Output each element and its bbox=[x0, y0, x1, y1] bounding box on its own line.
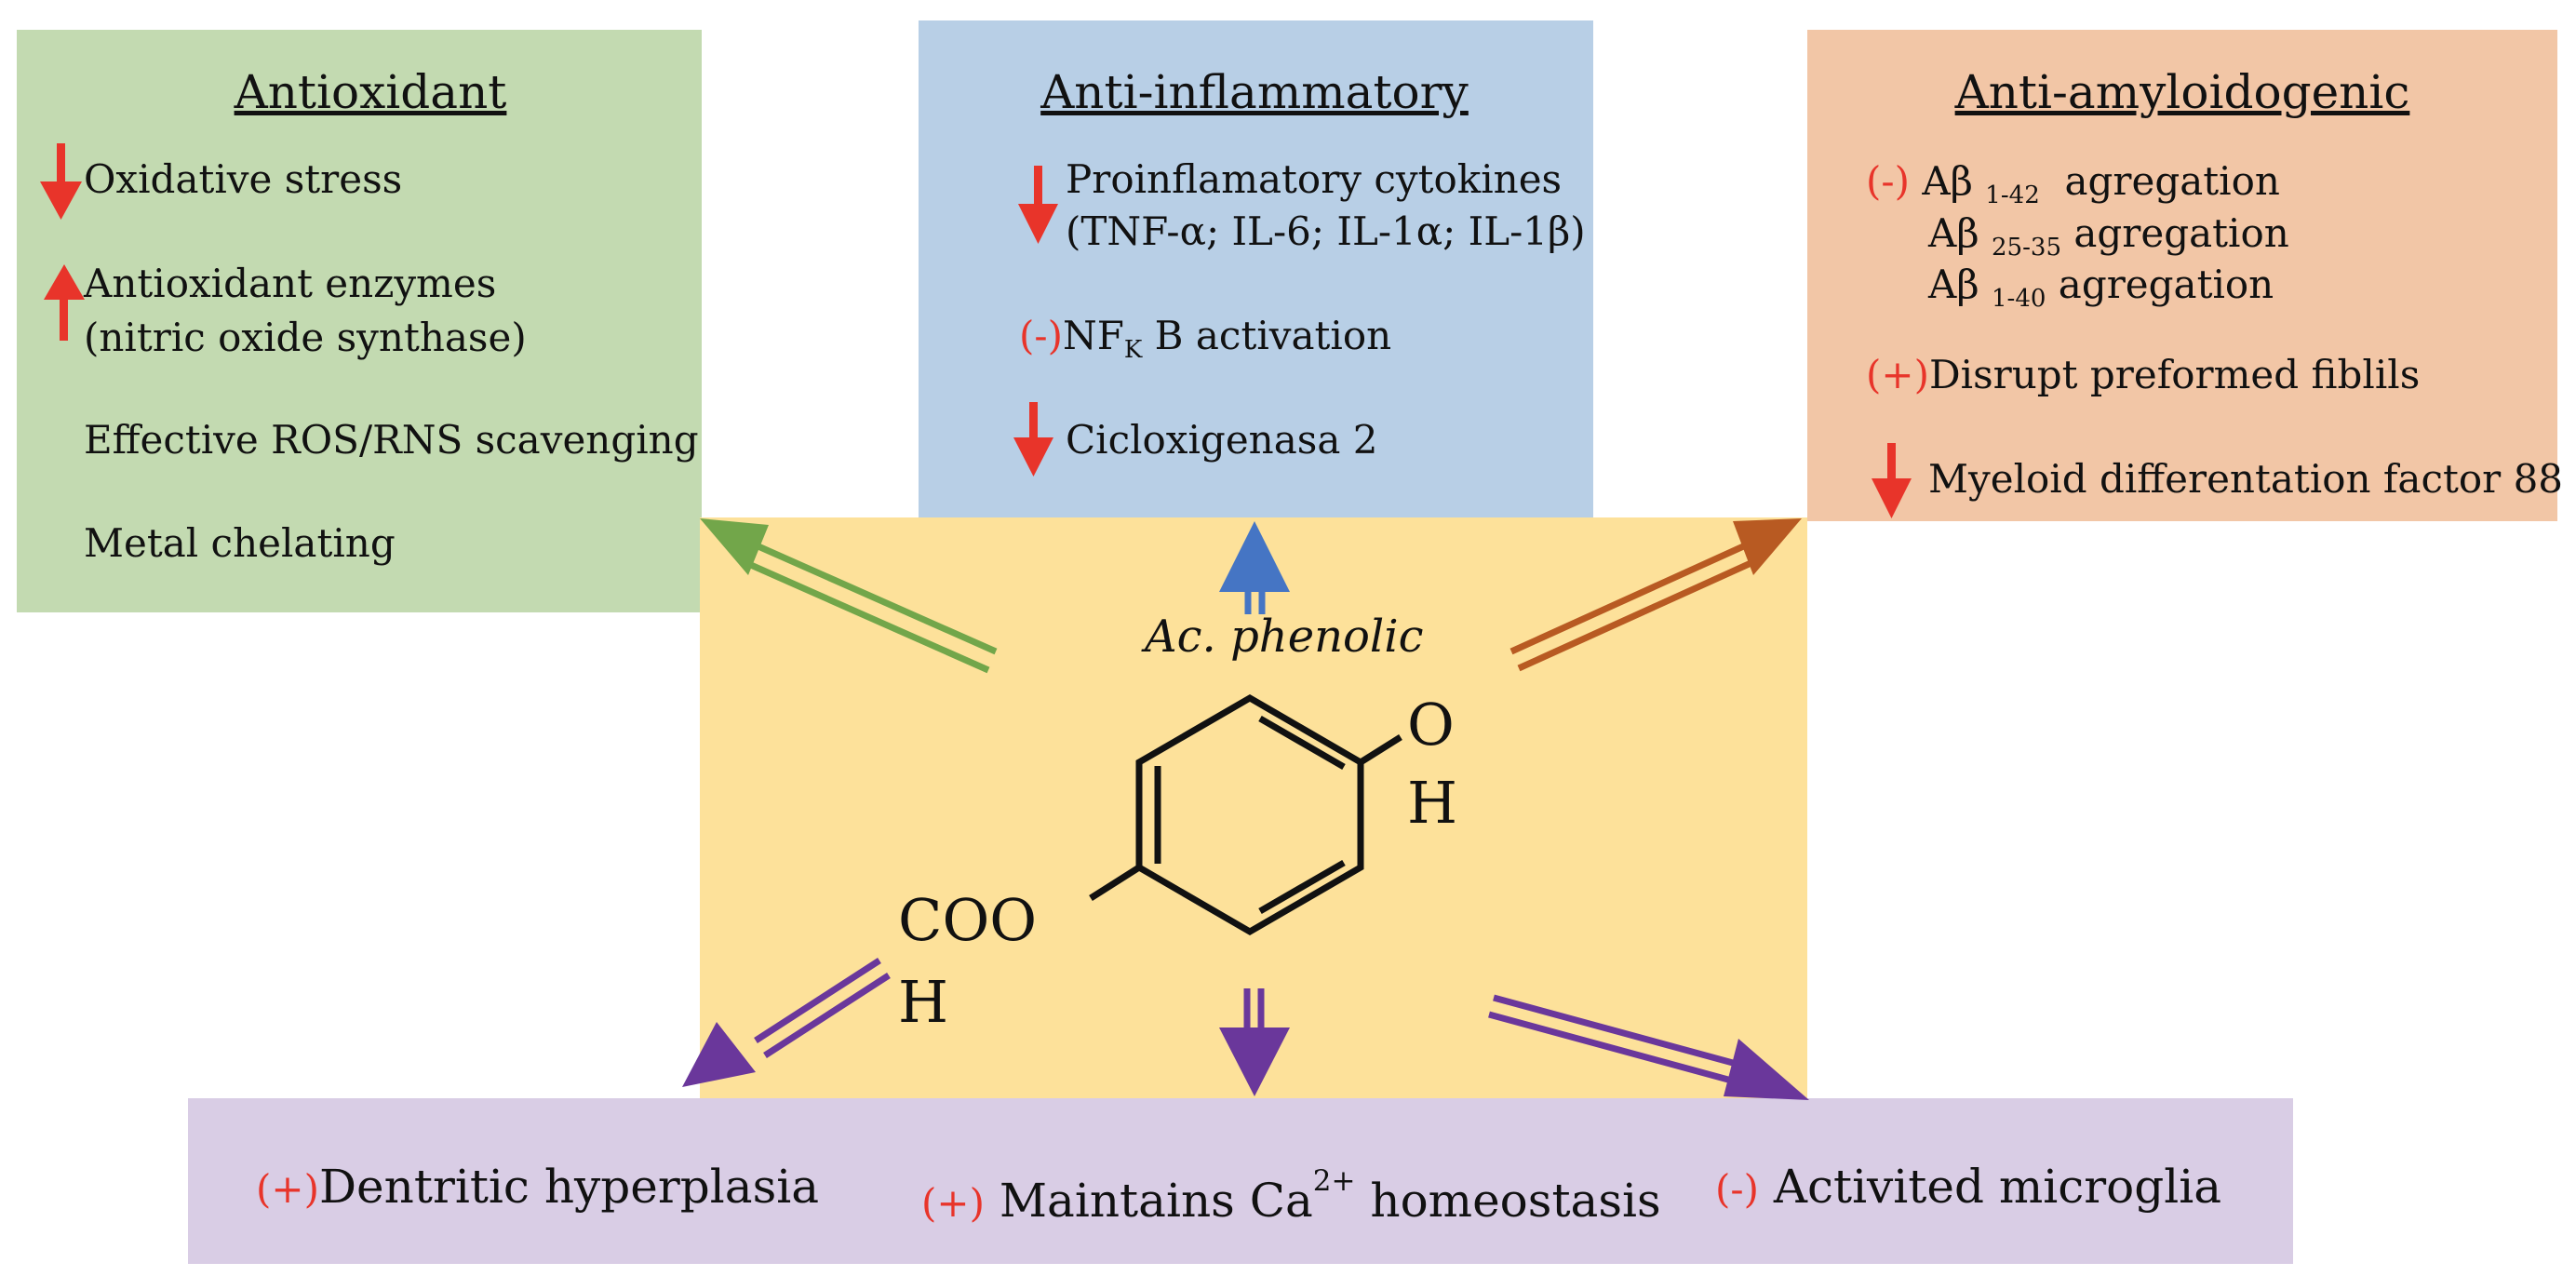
proinflammatory-cytokines-text: Proinflamatory cytokines bbox=[1066, 156, 1563, 202]
nitric-oxide-synthase-text: (nitric oxide synthase) bbox=[84, 315, 527, 360]
oxidative-stress-text: Oxidative stress bbox=[84, 156, 403, 202]
purple-double-arrow-right-icon bbox=[1488, 994, 1809, 1100]
antioxidant-panel bbox=[17, 30, 702, 612]
anti-amyloidogenic-title: Anti-amyloidogenic bbox=[1954, 65, 2410, 119]
minus-sign: (-) bbox=[1866, 158, 1910, 204]
phenolic-acid-label: Ac. phenolic bbox=[1145, 611, 1424, 663]
anti-amyloidogenic-panel bbox=[1807, 30, 2557, 521]
minus-sign: (-) bbox=[1019, 313, 1063, 358]
abeta-1-40-text: Aβ 1-40 agregation bbox=[1928, 262, 2274, 314]
minus-sign: (-) bbox=[1715, 1166, 1759, 1212]
red-up-arrow-icon bbox=[44, 264, 85, 341]
nfkb-activation-text: (-)NFK B activation bbox=[1019, 313, 1392, 365]
antioxidant-enzymes-text: Antioxidant enzymes bbox=[84, 261, 497, 306]
phenolic-acid-center-panel bbox=[700, 517, 1807, 1100]
plus-sign: (+) bbox=[921, 1179, 985, 1226]
coo-label: COO bbox=[898, 886, 1038, 954]
purple-double-arrow-left-icon bbox=[682, 958, 891, 1087]
cytokine-list-text: (TNF-α; IL-6; IL-1α; IL-1β) bbox=[1066, 208, 1586, 254]
red-down-arrow-icon bbox=[1013, 402, 1053, 477]
hydrogen-label: H bbox=[1407, 769, 1458, 837]
blue-double-arrow-icon bbox=[1219, 521, 1290, 614]
purple-double-arrow-center-icon bbox=[1219, 988, 1290, 1096]
dendritic-hyperplasia-text: (+)Dentritic hyperplasia bbox=[256, 1160, 820, 1214]
neuroprotective-effects-panel bbox=[188, 1098, 2293, 1264]
red-down-arrow-icon bbox=[1872, 443, 1912, 518]
plus-sign: (+) bbox=[256, 1166, 319, 1212]
anti-inflammatory-title: Anti-inflammatory bbox=[1040, 65, 1469, 119]
calcium-homeostasis-text: (+) Maintains Ca2+ homeostasis bbox=[921, 1164, 1661, 1228]
green-double-arrow-icon bbox=[700, 518, 998, 674]
red-down-arrow-icon bbox=[1018, 166, 1058, 244]
cicloxigenasa-text: Cicloxigenasa 2 bbox=[1066, 417, 1378, 463]
metal-chelating-text: Metal chelating bbox=[84, 520, 396, 566]
red-down-arrow-icon bbox=[40, 143, 82, 220]
abeta-25-35-text: Aβ 25-35 agregation bbox=[1928, 210, 2289, 262]
ros-rns-scavenging-text: Effective ROS/RNS scavenging bbox=[84, 417, 699, 463]
activated-microglia-text: (-) Activited microglia bbox=[1715, 1160, 2222, 1214]
oxygen-label: O bbox=[1407, 691, 1455, 759]
orange-double-arrow-icon bbox=[1509, 518, 1802, 672]
plus-sign: (+) bbox=[1866, 352, 1929, 397]
cooh-hydrogen-label: H bbox=[898, 968, 949, 1036]
disrupt-fibrils-text: (+)Disrupt preformed fiblils bbox=[1866, 352, 2421, 397]
benzene-ring-icon bbox=[1089, 693, 1402, 936]
myeloid-factor-text: Myeloid differentation factor 88 bbox=[1928, 456, 2564, 502]
antioxidant-title: Antioxidant bbox=[234, 65, 507, 119]
abeta-1-42-text: (-) Aβ 1-42 agregation bbox=[1866, 158, 2280, 210]
